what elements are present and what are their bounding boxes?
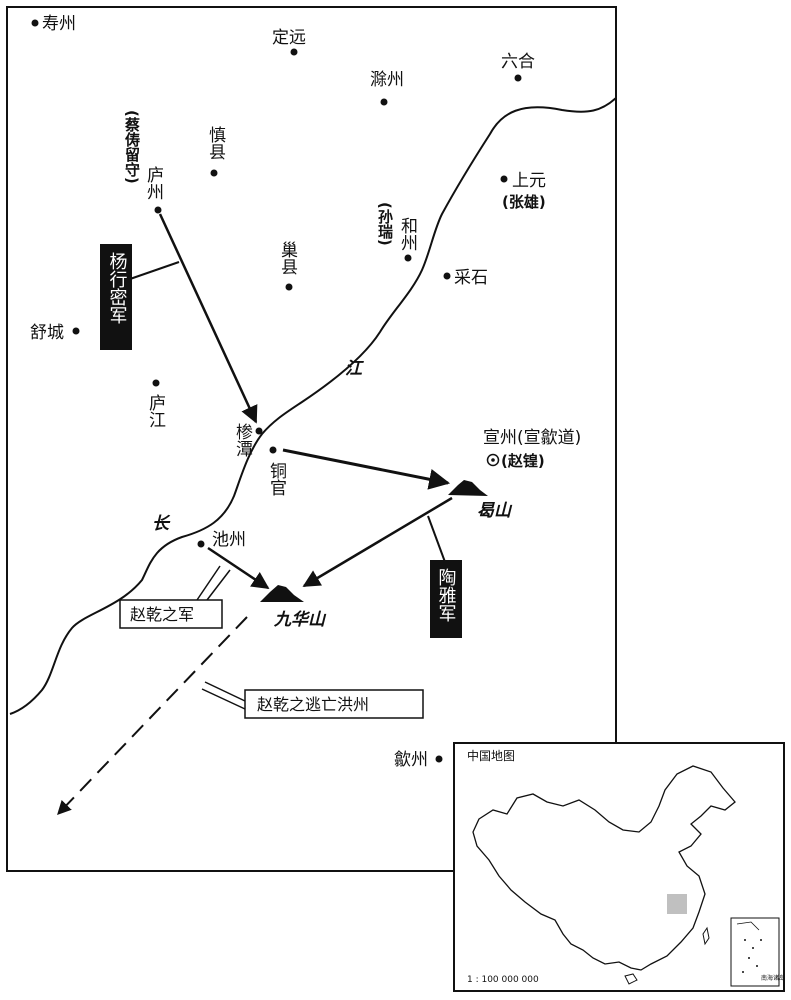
- xuanzhou-label: 宣州(宣歙道): [483, 427, 581, 448]
- river-label-jiang: 江: [345, 359, 364, 379]
- island-dot: [742, 971, 744, 973]
- xuanzhou-note: (赵锽): [501, 452, 545, 470]
- santan-dot: [255, 427, 263, 435]
- china-inset-map: 中国地图 南海诸岛 1 : 100 000 000: [453, 742, 785, 992]
- tao-army-route-arrow: [302, 496, 453, 588]
- china-outline: [472, 765, 736, 971]
- tao-army-box: [430, 560, 462, 638]
- chuzhou-dot: [380, 98, 388, 106]
- zhao-army-box: [119, 599, 223, 629]
- tongguan-to-geshan-arrow: [282, 448, 451, 490]
- zhao-flee-label: 赵乾之逃亡洪州: [257, 695, 369, 714]
- luzhou-label: 庐州: [143, 166, 164, 200]
- chuzhou-label: 滁州: [370, 70, 404, 90]
- chaoxian-label: 巢县: [277, 241, 298, 275]
- yang-army-label: 杨行密军: [107, 252, 128, 324]
- island-dot: [752, 947, 754, 949]
- yang-army-route-arrow: [158, 213, 258, 424]
- dingyuan-dot: [290, 48, 298, 56]
- shezhou-dot: [435, 755, 443, 763]
- chizhou-label: 池州: [212, 530, 246, 550]
- hezhou-label: 和州: [397, 217, 418, 251]
- shouzhou-dot: [31, 19, 39, 27]
- inset-scale: 1 : 100 000 000: [467, 975, 539, 985]
- shucheng-label: 舒城: [30, 323, 64, 343]
- south-sea-coast: [736, 921, 760, 931]
- zhao-flee-leader-line-b: [201, 688, 246, 710]
- lujiang-label: 庐江: [145, 394, 166, 428]
- zhao-army-leader-line-a: [196, 565, 221, 601]
- lujiang-dot: [152, 379, 160, 387]
- geshan-label: 曷山: [477, 501, 513, 521]
- study-area-highlight: [667, 894, 687, 914]
- shangyuan-dot: [500, 175, 508, 183]
- yangtze-river: [9, 95, 619, 715]
- zhao-army-leader-line-b: [206, 569, 231, 601]
- river-label-chang: 长: [152, 514, 171, 534]
- main-map: 寿州 定远 滁州 六合 上元 (张雄) 采石 舒城 宣州(宣歙道) (赵锽) 池…: [6, 6, 619, 872]
- zhao-army-label: 赵乾之军: [130, 605, 194, 624]
- shangyuan-label: 上元: [512, 171, 546, 191]
- zhao-flee-leader-line-a: [204, 681, 246, 702]
- xuanzhou-capital-icon: [486, 453, 500, 467]
- inset-title: 中国地图: [467, 748, 515, 763]
- chizhou-dot: [197, 540, 205, 548]
- jiuhuashan-label: 九华山: [273, 610, 327, 630]
- luzhou-note: (蔡俦留守): [123, 110, 141, 184]
- shenxian-label: 慎县: [205, 126, 226, 160]
- island-dot: [760, 939, 762, 941]
- shenxian-dot: [210, 169, 218, 177]
- island-dot: [756, 965, 758, 967]
- tongguan-dot: [269, 446, 277, 454]
- jiuhuashan-mountain-icon: [260, 585, 304, 602]
- zhao-flee-route-arrow: [57, 616, 248, 816]
- luzhou-dot: [154, 206, 162, 214]
- tao-army-label: 陶雅军: [436, 568, 457, 622]
- island-dot: [748, 957, 750, 959]
- dingyuan-label: 定远: [272, 28, 306, 48]
- taiwan-island: [702, 926, 710, 946]
- shouzhou-label: 寿州: [42, 14, 76, 34]
- shezhou-label: 歙州: [394, 749, 428, 770]
- china-inset-svg: 中国地图 南海诸岛 1 : 100 000 000: [467, 748, 785, 987]
- chizhou-to-jiuhua-arrow: [207, 546, 270, 590]
- caishi-label: 采石: [454, 268, 488, 288]
- santan-label: 椮潭: [232, 423, 253, 457]
- hainan-island: [624, 973, 638, 985]
- xuanzhou-capital-center: [491, 458, 495, 462]
- yang-army-leader-line: [129, 261, 180, 280]
- tongguan-label: 铜官: [266, 462, 287, 496]
- south-sea-label: 南海诸岛: [761, 974, 783, 982]
- chaoxian-dot: [285, 283, 293, 291]
- island-dot: [744, 939, 746, 941]
- hezhou-note: (孙瑞): [376, 202, 394, 246]
- liuhe-dot: [514, 74, 522, 82]
- hezhou-dot: [404, 254, 412, 262]
- main-map-svg: 寿州 定远 滁州 六合 上元 (张雄) 采石 舒城 宣州(宣歙道) (赵锽) 池…: [9, 14, 619, 816]
- caishi-dot: [443, 272, 451, 280]
- shucheng-dot: [72, 327, 80, 335]
- shangyuan-note: (张雄): [502, 193, 546, 211]
- geshan-mountain-icon: [448, 480, 488, 496]
- liuhe-label: 六合: [501, 52, 535, 72]
- yang-army-box: [100, 244, 132, 350]
- tao-army-leader-line: [427, 515, 446, 563]
- south-sea-inset-box: [730, 917, 780, 987]
- zhao-flee-box: [244, 689, 424, 719]
